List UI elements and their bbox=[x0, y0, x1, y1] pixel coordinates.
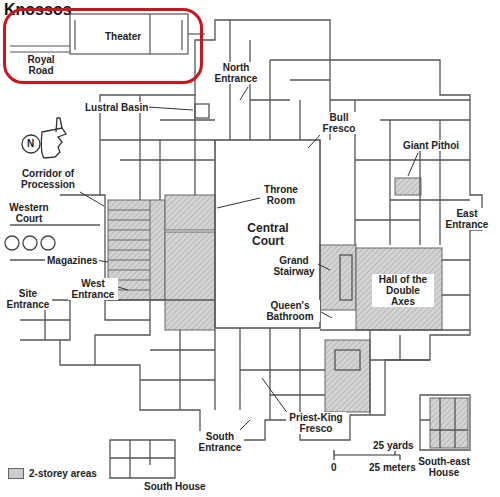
north-arrow-letter: N bbox=[26, 138, 35, 149]
wall bbox=[320, 260, 470, 415]
highlight-outline: TheaterRoyal Road bbox=[3, 8, 203, 84]
leader-line bbox=[240, 87, 248, 100]
fresco-label: Priest-King Fresco bbox=[286, 412, 346, 434]
entrance-label: South Entrance bbox=[196, 431, 244, 453]
wall bbox=[110, 440, 175, 478]
scale-number: 0 bbox=[330, 462, 338, 473]
building-label: South-east House bbox=[412, 456, 476, 478]
corridor-label: Corridor of Procession bbox=[14, 168, 82, 190]
theater-plan bbox=[10, 51, 70, 52]
room-label: Queen's Bathroom bbox=[260, 300, 320, 322]
magazine-stripes bbox=[108, 270, 150, 271]
scale-bar bbox=[334, 454, 400, 455]
kouloura-pit bbox=[41, 236, 55, 250]
two-storey-area bbox=[165, 195, 215, 230]
compass bbox=[56, 118, 62, 132]
leader-line bbox=[148, 107, 193, 110]
leader-line bbox=[80, 192, 104, 206]
legend-text: 2-storey areas bbox=[28, 468, 98, 479]
two-storey-area bbox=[320, 245, 356, 310]
court-label: Central Court bbox=[240, 222, 296, 248]
wall bbox=[195, 104, 209, 118]
wall bbox=[10, 20, 482, 478]
wall bbox=[105, 300, 325, 420]
two-storey-area bbox=[165, 232, 215, 330]
entrance-label: East Entrance bbox=[442, 208, 492, 230]
leader-line bbox=[321, 312, 332, 318]
room-label: Magazines bbox=[46, 255, 99, 266]
fresco-label: Bull Fresco bbox=[320, 112, 358, 134]
compass bbox=[41, 128, 66, 158]
magazine-stripes bbox=[108, 240, 150, 241]
two-storey-area bbox=[108, 178, 468, 448]
compass bbox=[22, 118, 66, 158]
entrance-label: West Entrance bbox=[68, 278, 118, 300]
court-label: Western Court bbox=[4, 202, 54, 224]
map-label: Royal Road bbox=[20, 54, 62, 76]
kouloura-pit bbox=[23, 236, 37, 250]
wall bbox=[335, 350, 360, 370]
room-label: Giant Pithoi bbox=[402, 140, 460, 151]
magazine-stripes bbox=[108, 260, 150, 261]
stair-label: Grand Stairway bbox=[270, 255, 318, 277]
entrance-label: Site Entrance bbox=[4, 288, 52, 310]
building-label: South House bbox=[143, 481, 207, 492]
theater-plan bbox=[181, 20, 182, 50]
legend-swatch bbox=[8, 468, 24, 479]
leader-line bbox=[240, 420, 250, 430]
theater-plan bbox=[149, 14, 150, 54]
scale-bar bbox=[334, 450, 400, 460]
magazine-stripes bbox=[150, 200, 151, 300]
leader-line bbox=[118, 287, 128, 290]
leader-line bbox=[262, 378, 288, 414]
theater-plan bbox=[70, 14, 188, 54]
leader-line bbox=[408, 153, 418, 176]
scale-bar bbox=[399, 455, 400, 460]
leader-line bbox=[80, 87, 418, 430]
magazine-stripes bbox=[108, 210, 150, 211]
wall bbox=[340, 255, 352, 300]
entrance-label: North Entrance bbox=[212, 62, 260, 84]
two-storey-area bbox=[325, 340, 370, 412]
kouloura-pit bbox=[5, 236, 55, 250]
wall bbox=[215, 140, 320, 328]
leader-line bbox=[217, 198, 260, 208]
scale-unit: 25 meters bbox=[368, 462, 417, 473]
room-label: Hall of the Double Axes bbox=[372, 274, 434, 307]
two-storey-area bbox=[356, 248, 442, 330]
magazine-stripes bbox=[108, 250, 150, 251]
kouloura-pit bbox=[5, 236, 19, 250]
scale-unit: 25 yards bbox=[372, 440, 415, 451]
magazine-stripes bbox=[108, 220, 150, 221]
room-label: Throne Room bbox=[260, 184, 302, 206]
room-label: Lustral Basin bbox=[84, 102, 149, 113]
magazine-stripes bbox=[108, 230, 150, 231]
two-storey-area bbox=[395, 178, 421, 195]
wall bbox=[420, 395, 470, 450]
two-storey-area bbox=[430, 398, 468, 448]
theater-plan bbox=[10, 45, 70, 46]
scale-bar bbox=[333, 450, 334, 460]
map-label: Theater bbox=[104, 31, 142, 42]
theater-plan bbox=[10, 14, 205, 54]
leader-line bbox=[318, 264, 330, 270]
compass bbox=[22, 135, 40, 153]
theater-plan bbox=[74, 20, 75, 50]
leader-line bbox=[308, 135, 320, 148]
